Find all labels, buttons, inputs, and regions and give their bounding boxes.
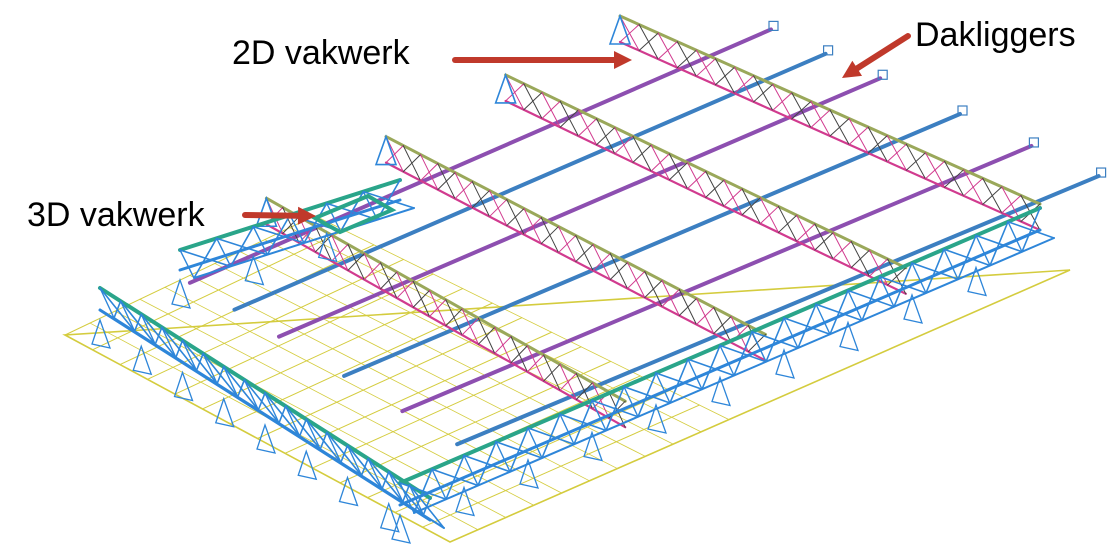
ground-outline (62, 269, 1071, 543)
roof-beams (187, 20, 1107, 447)
truss-3d-perimeter (91, 178, 1055, 544)
arrow-roof-beams (842, 33, 911, 78)
truss-2d (494, 72, 908, 295)
truss-2d (374, 134, 767, 362)
truss-3d-stub (310, 193, 397, 235)
label-3d-truss: 3D vakwerk (27, 196, 205, 234)
label-2d-truss: 2D vakwerk (232, 34, 410, 72)
arrow-3d-truss (242, 206, 316, 225)
callout-arrows (242, 33, 911, 225)
label-roof-beams: Dakliggers (915, 16, 1076, 54)
ground-grid (62, 215, 1071, 543)
arrow-2d-truss (452, 51, 632, 69)
